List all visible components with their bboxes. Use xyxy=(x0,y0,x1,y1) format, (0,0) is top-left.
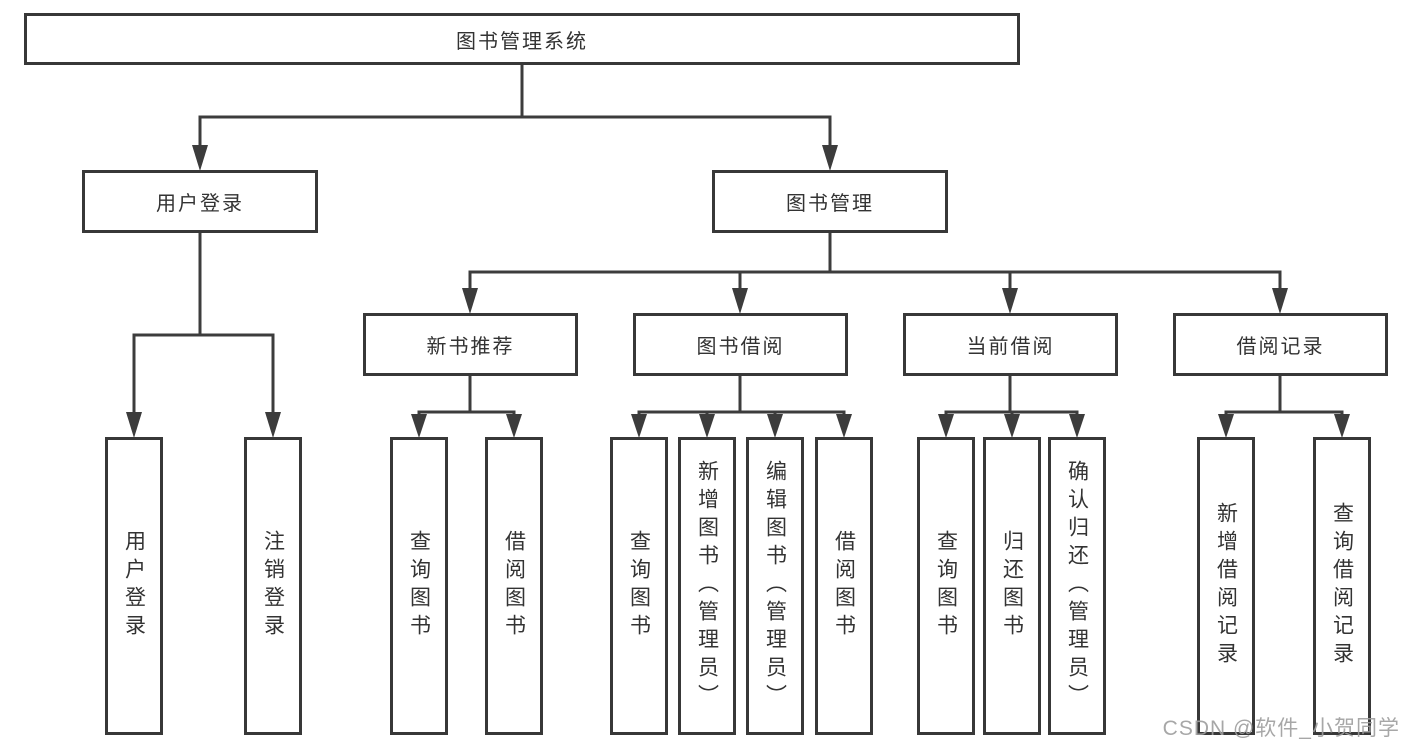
leaf-label: 新增借阅记录 xyxy=(1214,502,1238,670)
leaf-label: 查询图书 xyxy=(407,530,431,642)
leaf-user-login: 用户登录 xyxy=(105,437,163,735)
node-library-management-system: 图书管理系统 xyxy=(24,13,1020,65)
leaf-borrow-books-recommend: 借阅图书 xyxy=(485,437,543,735)
node-user-login: 用户登录 xyxy=(82,170,318,233)
node-current-borrowing: 当前借阅 xyxy=(903,313,1118,376)
leaf-label: 注销登录 xyxy=(261,530,285,642)
leaf-label: 新增图书（管理员） xyxy=(695,460,719,712)
leaf-add-book-admin: 新增图书（管理员） xyxy=(678,437,736,735)
leaf-query-books-recommend: 查询图书 xyxy=(390,437,448,735)
node-book-borrowing: 图书借阅 xyxy=(633,313,848,376)
leaf-label: 归还图书 xyxy=(1000,530,1024,642)
leaf-label: 编辑图书（管理员） xyxy=(763,460,787,712)
leaf-label: 借阅图书 xyxy=(502,530,526,642)
leaf-query-books-current: 查询图书 xyxy=(917,437,975,735)
csdn-watermark: CSDN @软件_小贺同学 xyxy=(1162,717,1400,740)
node-book-management: 图书管理 xyxy=(712,170,948,233)
leaf-label: 查询图书 xyxy=(934,530,958,642)
node-borrowing-records: 借阅记录 xyxy=(1173,313,1388,376)
leaf-label: 用户登录 xyxy=(122,530,146,642)
leaf-borrow-books: 借阅图书 xyxy=(815,437,873,735)
leaf-label: 查询借阅记录 xyxy=(1330,502,1354,670)
leaf-confirm-return-admin: 确认归还（管理员） xyxy=(1048,437,1106,735)
leaf-query-books-borrow: 查询图书 xyxy=(610,437,668,735)
leaf-label: 借阅图书 xyxy=(832,530,856,642)
node-new-book-recommendation: 新书推荐 xyxy=(363,313,578,376)
leaf-label: 确认归还（管理员） xyxy=(1065,460,1089,712)
leaf-label: 查询图书 xyxy=(627,530,651,642)
leaf-logout: 注销登录 xyxy=(244,437,302,735)
leaf-add-borrow-record: 新增借阅记录 xyxy=(1197,437,1255,735)
leaf-query-borrow-record: 查询借阅记录 xyxy=(1313,437,1371,735)
leaf-return-book: 归还图书 xyxy=(983,437,1041,735)
leaf-edit-book-admin: 编辑图书（管理员） xyxy=(746,437,804,735)
